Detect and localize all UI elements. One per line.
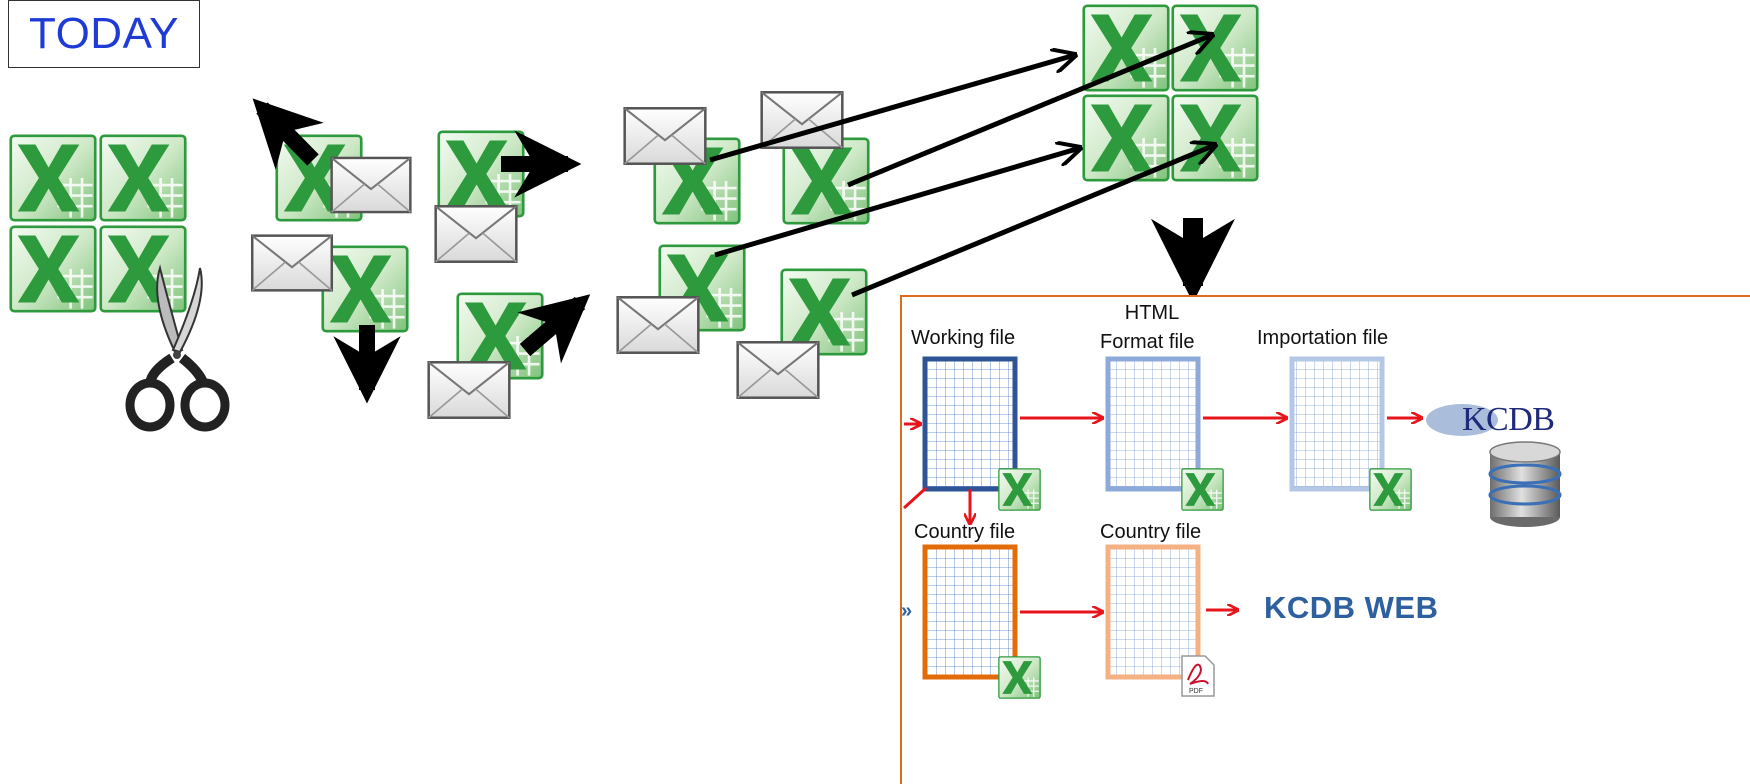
country-file-doc — [922, 544, 1018, 680]
excel-icon — [998, 656, 1041, 699]
merge-arrow — [709, 55, 1075, 163]
country-file-label: Country file — [914, 521, 1016, 543]
excel-icon — [9, 225, 97, 313]
importation-file-doc — [1289, 356, 1385, 492]
excel-icon — [1181, 468, 1224, 511]
merge-arrow — [847, 35, 1212, 188]
merge-arrow — [714, 148, 1080, 258]
html-format-file-doc — [1105, 356, 1201, 492]
kcdb-web-label: KCDB WEB — [1264, 590, 1439, 625]
envelope-icon — [623, 106, 707, 166]
flow-arrows — [902, 418, 1422, 612]
scissors-icon — [125, 264, 230, 432]
html-label: HTML — [1124, 302, 1180, 324]
envelope-icon — [250, 234, 334, 292]
continuation-mark: » — [901, 600, 913, 622]
excel-icon — [99, 225, 187, 313]
kcdb-logo-text: KCDB — [1462, 401, 1555, 438]
working-file-doc — [922, 356, 1018, 492]
excel-icon — [9, 134, 97, 222]
excel-icon — [1369, 468, 1412, 511]
page-title: TODAY — [8, 0, 200, 68]
working-file-label: Working file — [911, 327, 1016, 349]
process-panel: PDF — [900, 295, 1750, 784]
kcdb-logo-oval — [1426, 404, 1498, 436]
merge-arrows — [709, 35, 1215, 298]
stage-split — [250, 98, 591, 420]
importation-file-label: Importation file — [1257, 327, 1389, 349]
merge-arrow — [851, 145, 1215, 298]
black-arrow — [252, 98, 324, 170]
envelope-icon — [330, 156, 412, 214]
envelope-icon — [434, 204, 518, 264]
excel-group-merged — [1082, 4, 1259, 182]
black-arrow — [517, 294, 591, 364]
excel-icon — [1082, 4, 1170, 92]
excel-icon — [99, 134, 187, 222]
envelope-icon — [427, 360, 511, 420]
envelope-icon — [736, 340, 820, 400]
excel-icon — [998, 468, 1041, 511]
envelope-icon — [616, 295, 700, 355]
excel-icon — [321, 245, 409, 333]
pdf-icon: PDF — [1181, 655, 1215, 697]
database-icon — [1488, 441, 1562, 527]
country-file-label: Country file — [1100, 521, 1202, 543]
pdf-badge-label: PDF — [1189, 688, 1203, 695]
format-file-label: Format file — [1100, 331, 1195, 353]
excel-icon — [1171, 94, 1259, 182]
excel-icon — [437, 130, 525, 218]
